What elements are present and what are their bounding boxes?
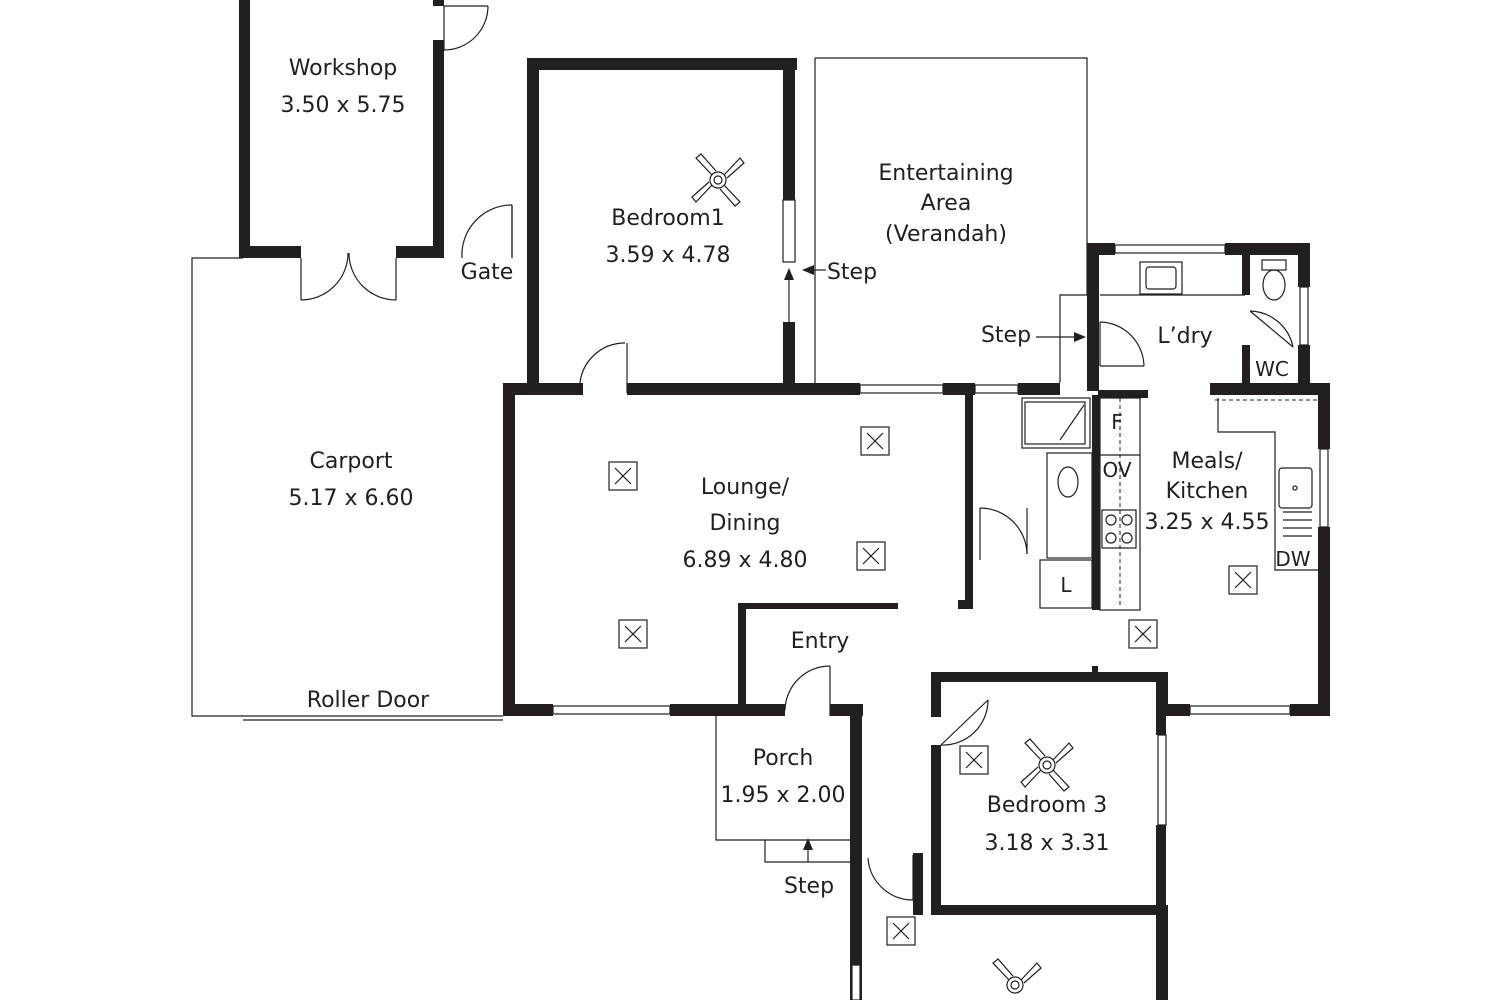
linen-label: L [1060,573,1072,597]
entertaining-line2: Area [921,191,972,216]
bedroom1-name: Bedroom1 [611,206,725,231]
fixtures [1021,259,1318,611]
bedroom1-size: 3.59 x 4.78 [606,243,731,268]
entertaining-line3: (Verandah) [885,222,1007,247]
room-labels: Workshop 3.50 x 5.75 Bedroom1 3.59 x 4.7… [281,56,1289,856]
workshop-name: Workshop [289,56,398,81]
downlight-icon [860,426,890,456]
entry-name: Entry [791,629,850,654]
walls [239,0,1330,1000]
gate-label: Gate [461,260,514,285]
step-label-bedroom: Step [827,260,877,285]
meals-line2: Kitchen [1166,479,1249,504]
thin-outlines [191,57,1245,863]
annotation-labels: Gate Step Step Step Roller Door F OV L D… [307,260,1311,899]
downlight-icon [886,916,916,946]
downlight-icon [608,461,638,491]
downlight-icon [856,541,886,571]
bedroom3-name: Bedroom 3 [987,793,1108,818]
ceiling-fan-icon [1020,738,1074,792]
lounge-size: 6.89 x 4.80 [683,548,808,573]
wc-name: WC [1255,357,1289,381]
meals-size: 3.25 x 4.55 [1145,510,1270,535]
windows [552,199,1329,1000]
step-arrows [784,265,1086,862]
dishwasher-label: DW [1275,547,1310,571]
fridge-label: F [1111,410,1123,434]
laundry-name: L’dry [1157,324,1212,349]
ceiling-fan-icon [992,958,1042,994]
entertaining-line1: Entertaining [878,161,1013,186]
oven-label: OV [1102,458,1131,482]
doors [300,5,1294,901]
porch-size: 1.95 x 2.00 [721,783,846,808]
lounge-line1: Lounge/ [701,475,790,500]
workshop-size: 3.50 x 5.75 [281,93,406,118]
downlight-icon [618,619,648,649]
ceiling-lights [608,426,1258,946]
carport-name: Carport [310,449,393,474]
carport-size: 5.17 x 6.60 [289,486,414,511]
step-label-laundry: Step [981,323,1031,348]
bedroom3-size: 3.18 x 3.31 [985,831,1110,856]
meals-line1: Meals/ [1172,449,1244,474]
downlight-icon [1228,565,1258,595]
downlight-icon [959,745,989,775]
porch-name: Porch [753,746,814,771]
ceiling-fan-icon [691,153,745,207]
lounge-line2: Dining [709,511,780,536]
step-label-porch: Step [784,874,834,899]
roller-door-label: Roller Door [307,688,430,713]
downlight-icon [1128,619,1158,649]
